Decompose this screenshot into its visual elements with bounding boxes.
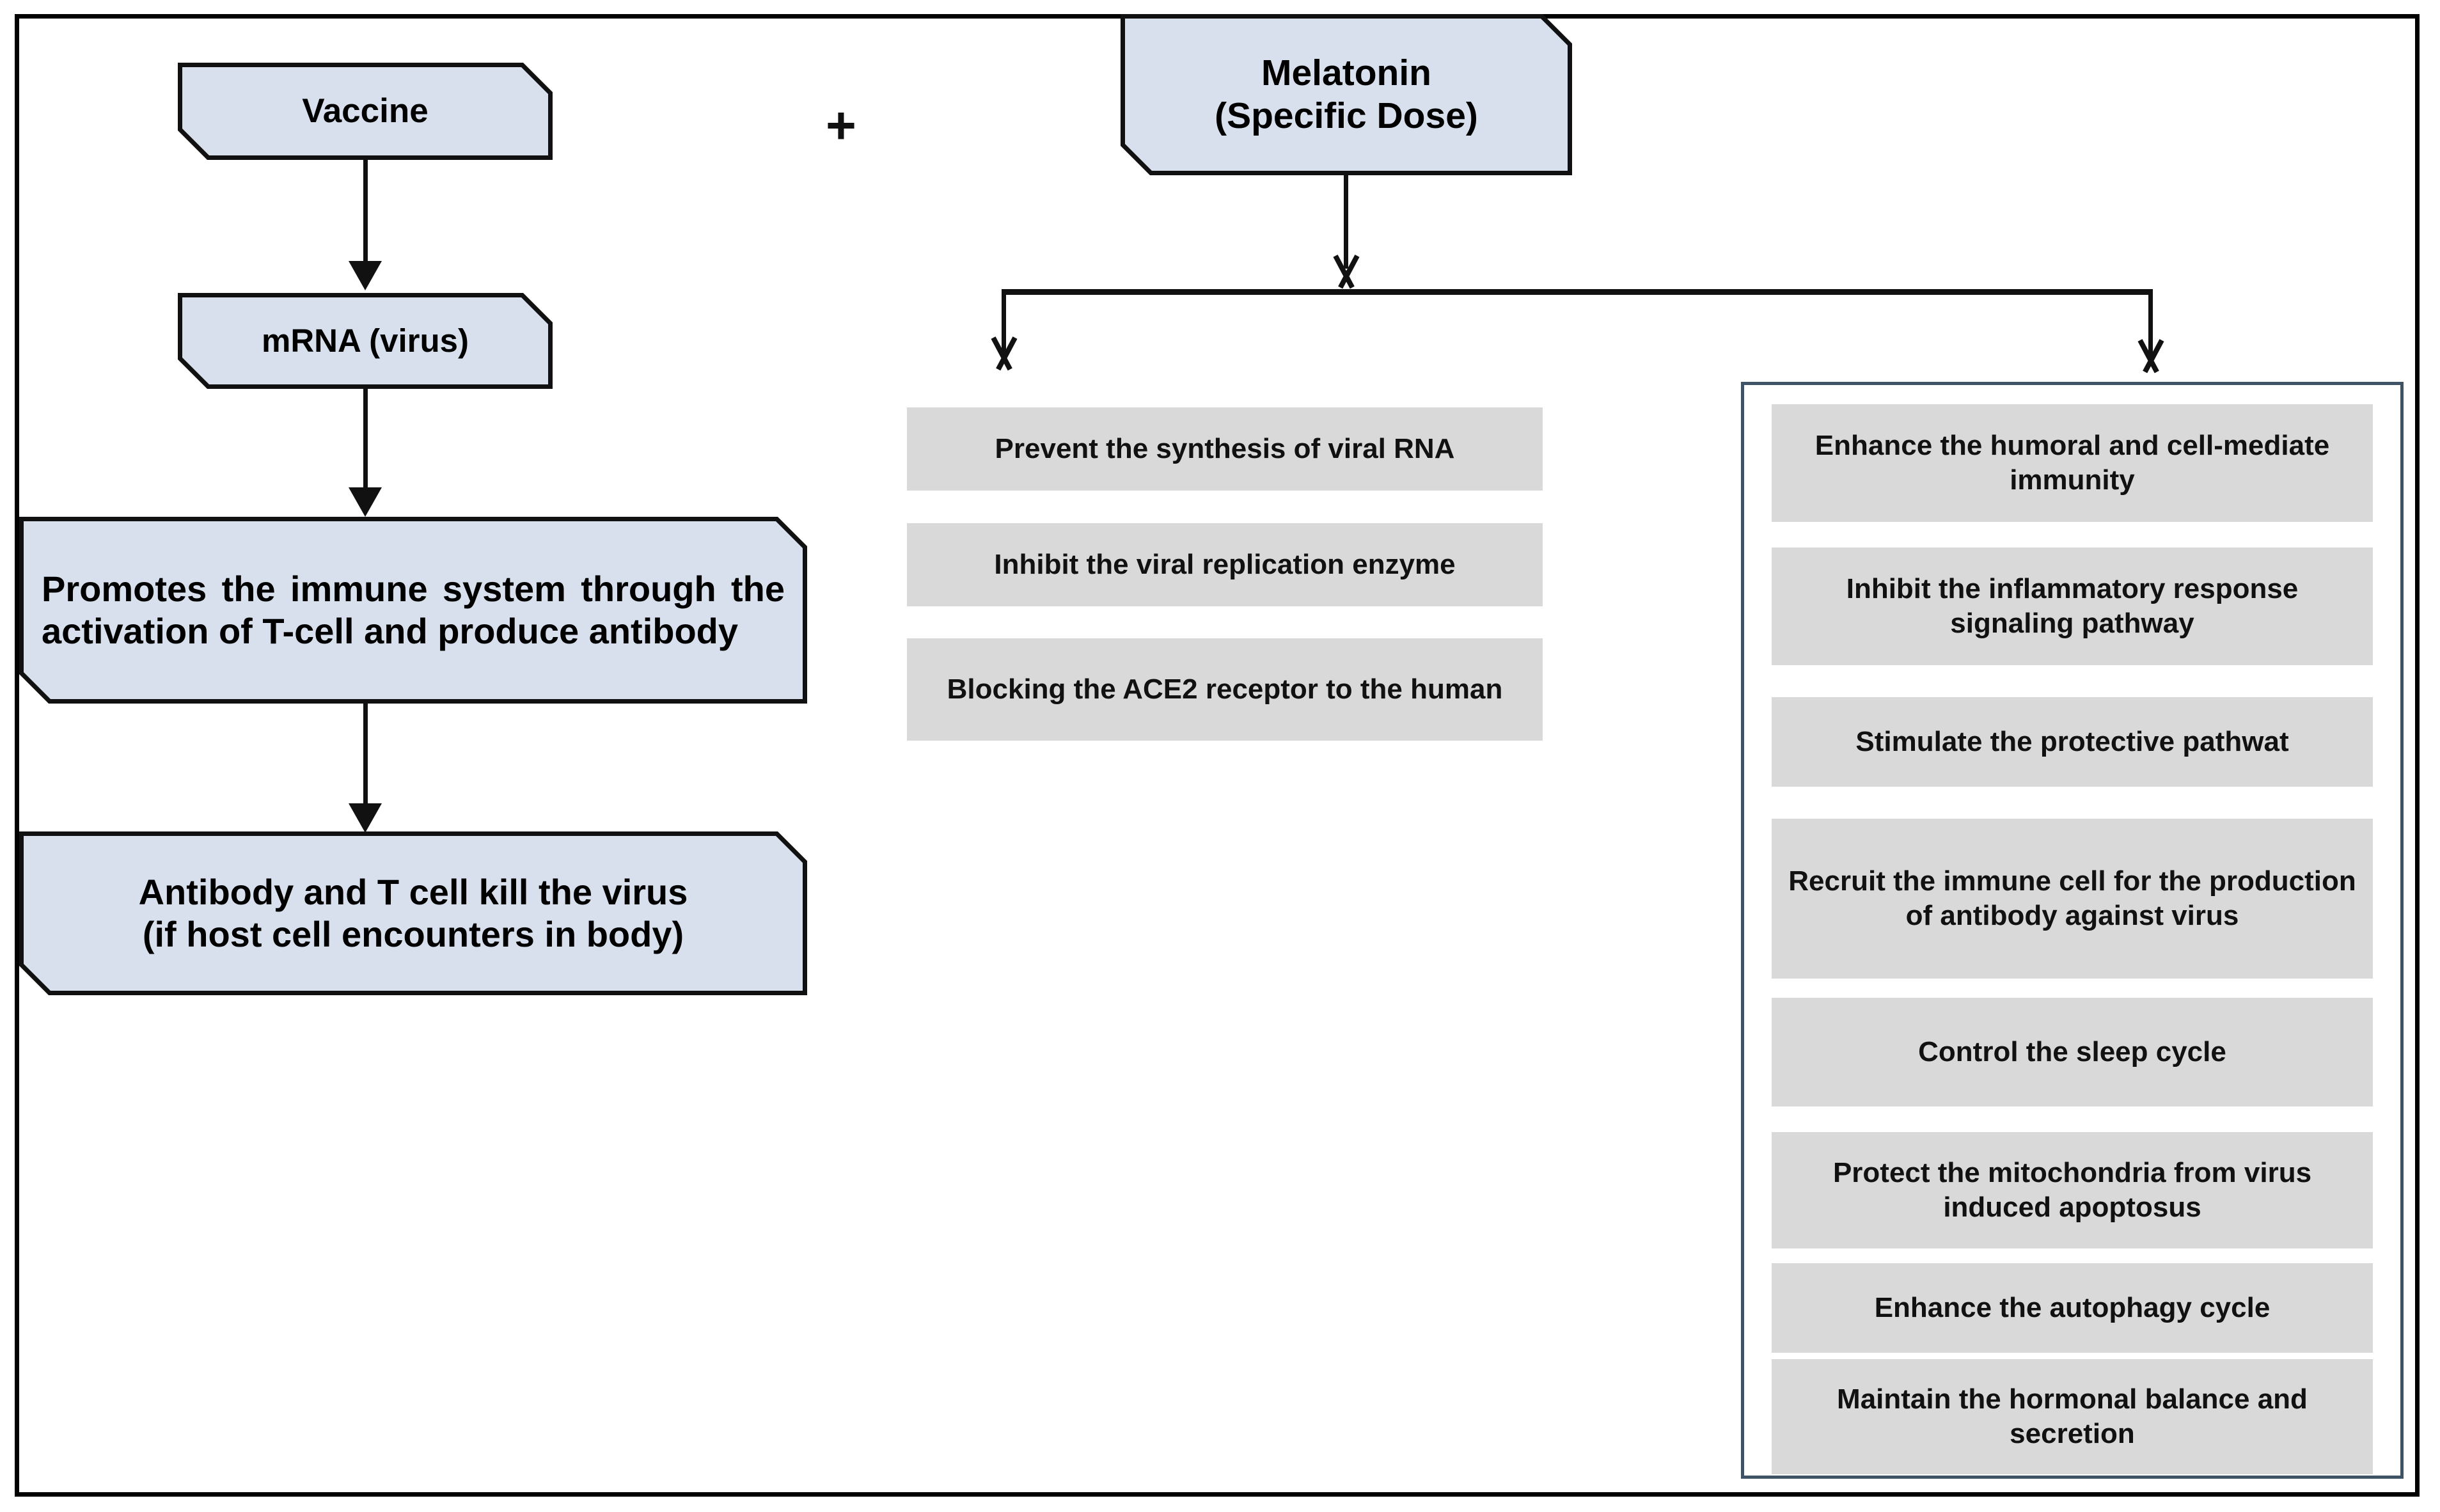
connector-split-to-immune-line [2148,289,2153,356]
chip-immune-5: Control the sleep cycle [1772,998,2373,1106]
node-antibody-label: Antibody and T cell kill the virus (if h… [24,871,803,956]
connector-split-to-immune-arrowhead [2134,340,2168,374]
node-promotes-fill: Promotes the immune system through the a… [24,521,803,699]
node-melatonin-line-2: (Specific Dose) [1215,95,1478,136]
node-antibody-line-2: (if host cell encounters in body) [142,914,684,954]
chip-antiviral-3: Blocking the ACE2 receptor to the human [907,638,1543,741]
connector-promotes-to-antibody-line [363,704,368,805]
chip-antiviral-2: Inhibit the viral replication enzyme [907,523,1543,606]
chip-immune-6: Protect the mitochondria from virus indu… [1772,1132,2373,1248]
node-vaccine-label: Vaccine [302,91,429,130]
connector-split-to-antiviral-line [1002,289,1006,353]
connector-melatonin-to-split-arrowhead [1329,256,1364,289]
node-melatonin-fill: Melatonin (Specific Dose) [1125,19,1568,171]
connector-split-to-antiviral-arrowhead [987,338,1021,371]
node-melatonin: Melatonin (Specific Dose) [1121,14,1572,175]
node-vaccine: Vaccine [178,63,553,160]
chip-immune-3: Stimulate the protective pathwat [1772,697,2373,787]
plus-icon: + [826,97,856,155]
chip-immune-4: Recruit the immune cell for the producti… [1772,819,2373,979]
connector-melatonin-to-split-line [1344,175,1348,269]
node-mrna-label: mRNA (virus) [262,322,469,359]
node-promotes-immune-system: Promotes the immune system through the a… [19,517,807,704]
node-melatonin-label: Melatonin (Specific Dose) [1125,52,1568,138]
node-vaccine-fill: Vaccine [182,67,548,155]
node-mrna-fill: mRNA (virus) [182,297,548,384]
connector-promotes-to-antibody-arrowhead [349,803,382,833]
connector-vaccine-to-mrna-arrowhead [349,261,382,290]
chip-immune-2: Inhibit the inflammatory response signal… [1772,547,2373,665]
node-antibody-line-1: Antibody and T cell kill the virus [138,871,688,912]
chip-immune-7: Enhance the autophagy cycle [1772,1263,2373,1353]
node-promotes-label: Promotes the immune system through the a… [42,568,785,651]
connector-split-bar [1002,289,2153,295]
node-melatonin-line-1: Melatonin [1261,52,1431,93]
chip-antiviral-1: Prevent the synthesis of viral RNA [907,407,1543,491]
connector-mrna-to-promotes-line [363,389,368,489]
chip-immune-8: Maintain the hormonal balance and secret… [1772,1359,2373,1474]
node-mrna: mRNA (virus) [178,293,553,389]
connector-vaccine-to-mrna-line [363,160,368,262]
connector-mrna-to-promotes-arrowhead [349,487,382,517]
node-antibody-fill: Antibody and T cell kill the virus (if h… [24,836,803,991]
node-antibody-kills-virus: Antibody and T cell kill the virus (if h… [19,831,807,995]
chip-immune-1: Enhance the humoral and cell-mediate imm… [1772,404,2373,522]
